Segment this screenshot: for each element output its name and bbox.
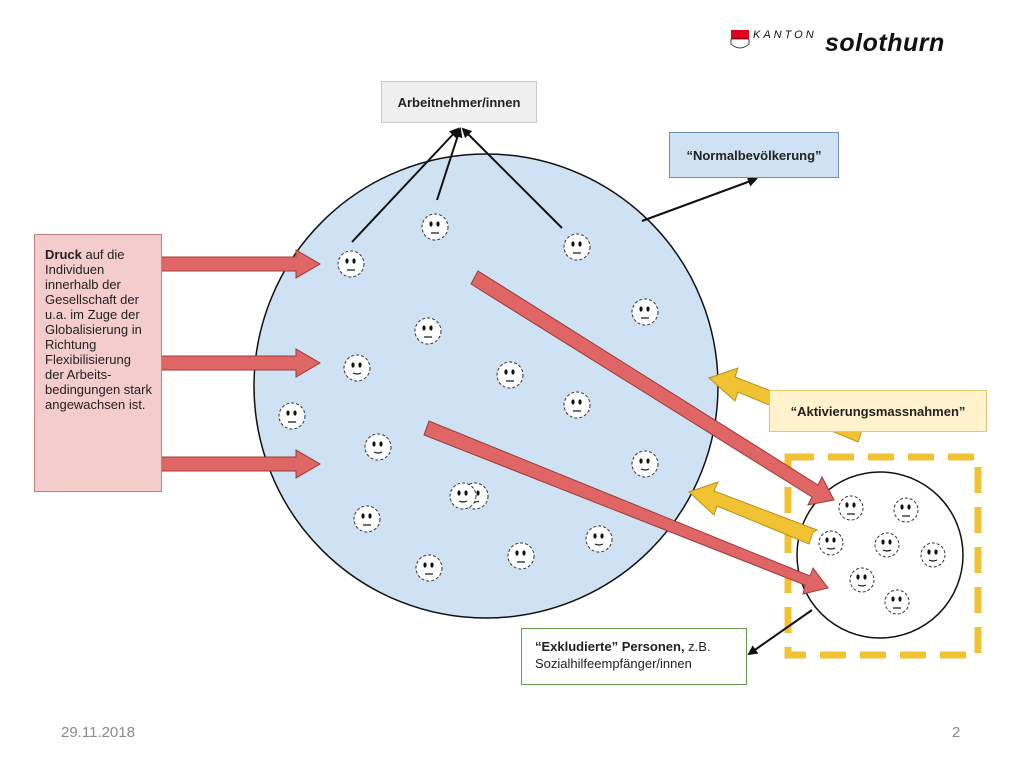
neutral-face-icon: [364, 433, 392, 461]
excluded-label-text: z.B. Sozialhilfeempfänger/innen: [535, 639, 711, 671]
logo-flag-icon: [730, 30, 750, 49]
neutral-face-icon: [849, 567, 875, 593]
kanton-logo: KANTON solothurn: [729, 26, 974, 58]
neutral-face-icon: [343, 354, 371, 382]
pressure-arrow-2: [154, 348, 321, 378]
neutral-face-icon: [884, 589, 910, 615]
pressure-label-bold: Druck: [45, 247, 82, 262]
neutral-face-icon: [414, 317, 442, 345]
arrow-to-workers-2: [436, 127, 463, 201]
neutral-face-icon: [278, 402, 306, 430]
excluded-label-bold: “Exkludierte” Personen,: [535, 639, 685, 654]
page-number: 2: [952, 724, 961, 741]
activation-box: “Aktivierungsmassnahmen”: [769, 390, 987, 432]
workers-label: Arbeitnehmer/innen: [397, 94, 521, 110]
neutral-face-icon: [563, 391, 591, 419]
neutral-face-icon: [421, 213, 449, 241]
logo-name-text: solothurn: [825, 29, 945, 57]
neutral-face-icon: [353, 505, 381, 533]
neutral-face-icon: [631, 298, 659, 326]
exclusion-arrow-2: [423, 420, 829, 595]
neutral-face-icon: [415, 554, 443, 582]
neutral-face-icon: [631, 450, 659, 478]
activation-label: “Aktivierungsmassnahmen”: [790, 403, 966, 419]
logo-kanton-text: KANTON: [753, 29, 817, 41]
neutral-face-icon: [838, 495, 864, 521]
faces-layer: [278, 213, 946, 615]
normal-population-box: “Normalbevölkerung”: [669, 132, 839, 178]
footer-date: 29.11.2018: [61, 724, 135, 741]
neutral-face-icon: [893, 497, 919, 523]
neutral-face-icon: [449, 482, 477, 510]
arrow-to-workers-3: [461, 127, 563, 229]
arrow-to-normal-population: [641, 177, 758, 222]
neutral-face-icon: [563, 233, 591, 261]
arrow-to-workers-1: [351, 127, 460, 243]
pressure-box: Druck auf die Individuen innerhalb der G…: [34, 234, 162, 492]
activation-arrow-2: [688, 481, 819, 545]
neutral-face-icon: [585, 525, 613, 553]
normal-population-label: “Normalbevölkerung”: [686, 147, 822, 163]
pressure-label-text: auf die Individuen innerhalb der Gesells…: [45, 247, 152, 412]
neutral-face-icon: [818, 530, 844, 556]
arrow-to-excluded: [747, 609, 813, 656]
activation-frame: [784, 453, 982, 659]
exclusion-arrow-1: [470, 270, 835, 506]
neutral-face-icon: [920, 542, 946, 568]
neutral-face-icon: [507, 542, 535, 570]
pressure-arrow-1: [154, 249, 321, 279]
pressure-arrow-3: [154, 449, 321, 479]
workers-box: Arbeitnehmer/innen: [381, 81, 537, 123]
neutral-face-icon: [874, 532, 900, 558]
excluded-box: “Exkludierte” Personen, z.B. Sozialhilfe…: [521, 628, 747, 685]
neutral-face-icon: [496, 361, 524, 389]
neutral-face-icon: [337, 250, 365, 278]
